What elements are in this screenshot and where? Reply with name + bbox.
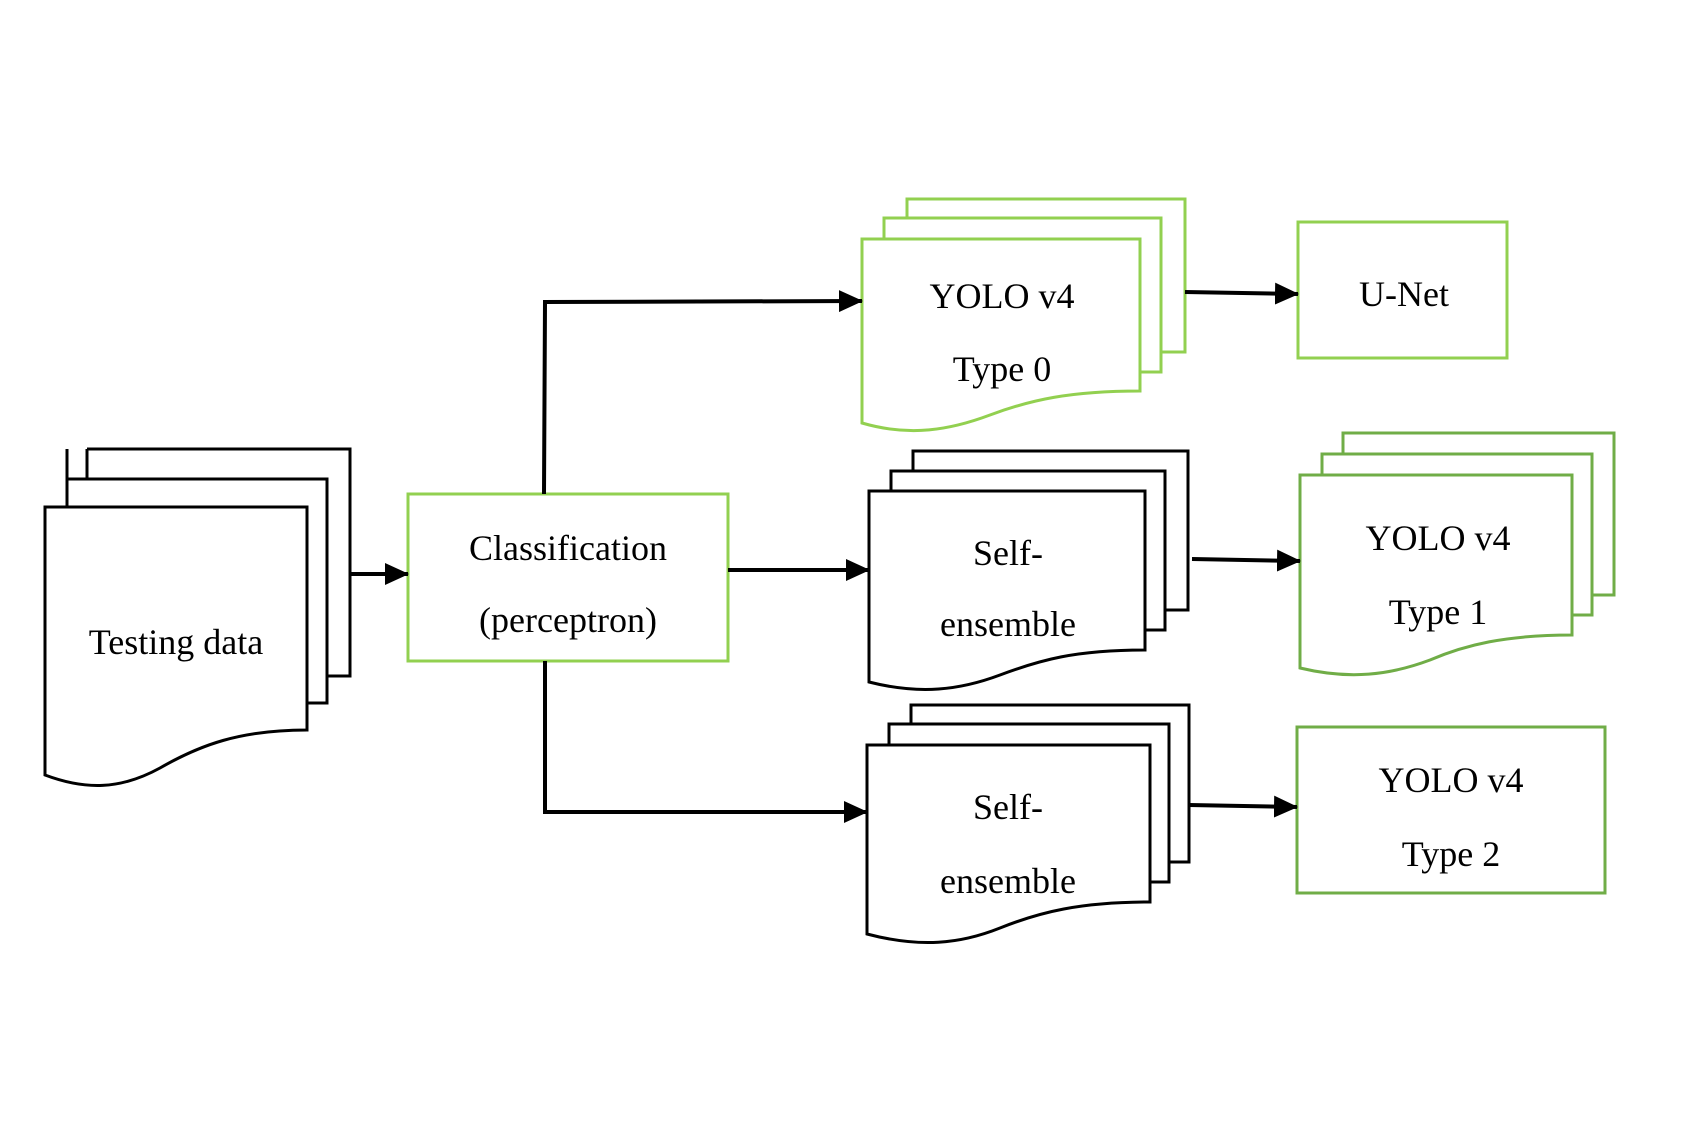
classification-label-line2: (perceptron) bbox=[479, 600, 657, 640]
yolo-type0-label-line2: Type 0 bbox=[953, 349, 1051, 389]
yolo-type2-label-line2: Type 2 bbox=[1402, 834, 1500, 874]
edge-self-ensemble-2-to-yolo-type2 bbox=[1188, 795, 1298, 818]
classification-label-line1: Classification bbox=[469, 528, 667, 568]
doc-front bbox=[865, 743, 1152, 945]
self-ensemble-1-label-line2: ensemble bbox=[940, 604, 1076, 644]
yolo-type1-label-line2: Type 1 bbox=[1389, 592, 1487, 632]
unet-box bbox=[1296, 220, 1509, 360]
node-yolo-type2: YOLO v4 Type 2 bbox=[1295, 725, 1607, 895]
doc-front bbox=[860, 237, 1142, 433]
doc-front bbox=[43, 505, 309, 787]
node-classification: Classification (perceptron) bbox=[406, 492, 730, 663]
self-ensemble-1-label-line1: Self- bbox=[973, 533, 1043, 573]
edge-classification-to-yolo-type0 bbox=[542, 290, 863, 495]
node-self-ensemble-2: Self- ensemble bbox=[865, 703, 1191, 945]
yolo-type0-label-line1: YOLO v4 bbox=[930, 276, 1075, 316]
node-yolo-type1: YOLO v4 Type 1 bbox=[1298, 431, 1616, 677]
doc-front bbox=[1298, 473, 1574, 677]
self-ensemble-2-label-line1: Self- bbox=[973, 787, 1043, 827]
edge-classification-to-self-ensemble-2 bbox=[543, 661, 868, 823]
doc-front bbox=[867, 489, 1147, 691]
node-unet: U-Net bbox=[1296, 220, 1509, 360]
unet-label: U-Net bbox=[1359, 274, 1449, 314]
testing-data-label: Testing data bbox=[89, 622, 263, 662]
node-yolo-type0: YOLO v4 Type 0 bbox=[860, 197, 1187, 433]
yolo-type2-label-line1: YOLO v4 bbox=[1379, 760, 1524, 800]
self-ensemble-2-label-line2: ensemble bbox=[940, 861, 1076, 901]
node-testing-data: Testing data bbox=[43, 447, 352, 787]
node-self-ensemble-1: Self- ensemble bbox=[867, 449, 1190, 691]
edge-yolo-type0-to-unet bbox=[1184, 282, 1299, 305]
yolo-type1-label-line1: YOLO v4 bbox=[1366, 518, 1511, 558]
edge-self-ensemble-1-to-yolo-type1 bbox=[1191, 549, 1301, 572]
